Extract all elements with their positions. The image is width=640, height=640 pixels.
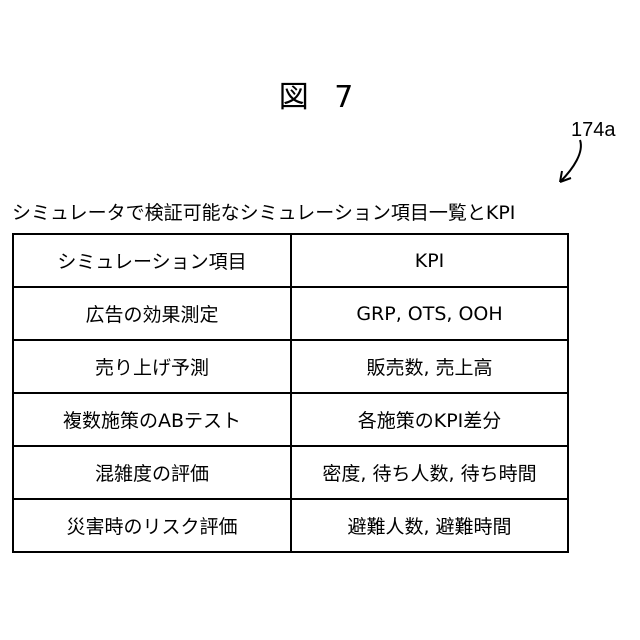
table-row: 混雑度の評価 密度, 待ち人数, 待ち時間	[13, 446, 568, 499]
table-row: 売り上げ予測 販売数, 売上高	[13, 340, 568, 393]
simulation-item-cell: 災害時のリスク評価	[13, 499, 291, 552]
table-header-row: シミュレーション項目 KPI	[13, 234, 568, 287]
reference-arrow-icon	[548, 138, 588, 190]
simulation-item-cell: 売り上げ予測	[13, 340, 291, 393]
table-row: 複数施策のABテスト 各施策のKPI差分	[13, 393, 568, 446]
kpi-cell: 販売数, 売上高	[291, 340, 568, 393]
table-row: 災害時のリスク評価 避難人数, 避難時間	[13, 499, 568, 552]
kpi-cell: 避難人数, 避難時間	[291, 499, 568, 552]
simulation-item-cell: 広告の効果測定	[13, 287, 291, 340]
kpi-cell: GRP, OTS, OOH	[291, 287, 568, 340]
figure-title: 図 7	[0, 72, 640, 116]
simulation-item-cell: 混雑度の評価	[13, 446, 291, 499]
table-caption: シミュレータで検証可能なシミュレーション項目一覧とKPI	[12, 198, 632, 225]
table-row: 広告の効果測定 GRP, OTS, OOH	[13, 287, 568, 340]
kpi-cell: 密度, 待ち人数, 待ち時間	[291, 446, 568, 499]
header-cell-kpi: KPI	[291, 234, 568, 287]
kpi-cell: 各施策のKPI差分	[291, 393, 568, 446]
header-cell-simulation-item: シミュレーション項目	[13, 234, 291, 287]
simulation-item-cell: 複数施策のABテスト	[13, 393, 291, 446]
simulation-kpi-table: シミュレーション項目 KPI 広告の効果測定 GRP, OTS, OOH 売り上…	[12, 233, 569, 553]
